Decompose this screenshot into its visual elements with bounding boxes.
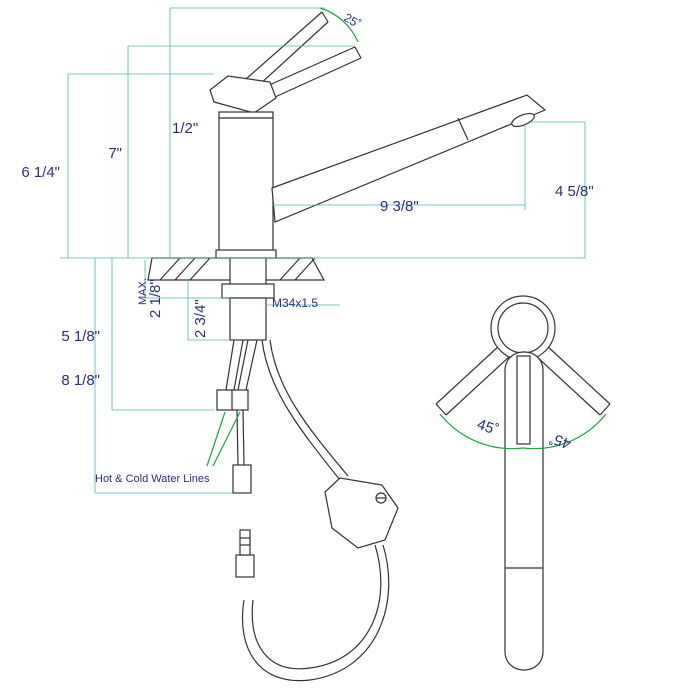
spout [271, 94, 547, 223]
supply-lines [216, 339, 258, 494]
dimension-lines [60, 7, 586, 494]
mounting-shank [221, 257, 275, 341]
top-view-lever-right [535, 344, 611, 416]
spout-height-label: 4 5/8" [555, 183, 594, 200]
below-8-1-8-label: 8 1/8" [61, 372, 100, 389]
spout-reach-label: 9 3/8" [380, 198, 419, 215]
pull-out-hose [235, 339, 399, 682]
top-view-body [490, 295, 556, 361]
top-view-lever-left [435, 344, 511, 416]
rotation-left-label: 45˚ [475, 416, 501, 439]
lever-angle-label: 25˚ [342, 10, 364, 31]
handle-lever [209, 11, 362, 114]
height-6-1-4-label: 6 1/4" [21, 164, 60, 181]
shank-length-label: 2 3/4" [192, 299, 209, 338]
thread-size-label: M34x1.5 [272, 296, 318, 310]
faucet-top-view: 45˚ 45˚ [435, 295, 611, 671]
faucet-side-view [147, 11, 547, 682]
below-5-1-8-label: 5 1/8" [61, 328, 100, 345]
dimension-labels: 25˚ 7" 6 1/4" 1/2" 9 3/8" 4 5/8" MAX. 2 … [21, 10, 593, 485]
height-7-label: 7" [108, 145, 122, 162]
rotation-right-label: 45˚ [547, 429, 573, 452]
deck-thickness-label: 2 1/8" [147, 279, 164, 318]
top-view-spout [504, 351, 544, 671]
faucet-body [218, 111, 274, 253]
water-lines-label: Hot & Cold Water Lines [95, 473, 210, 485]
max-label: MAX. [137, 278, 149, 305]
half-inch-label: 1/2" [172, 120, 198, 137]
